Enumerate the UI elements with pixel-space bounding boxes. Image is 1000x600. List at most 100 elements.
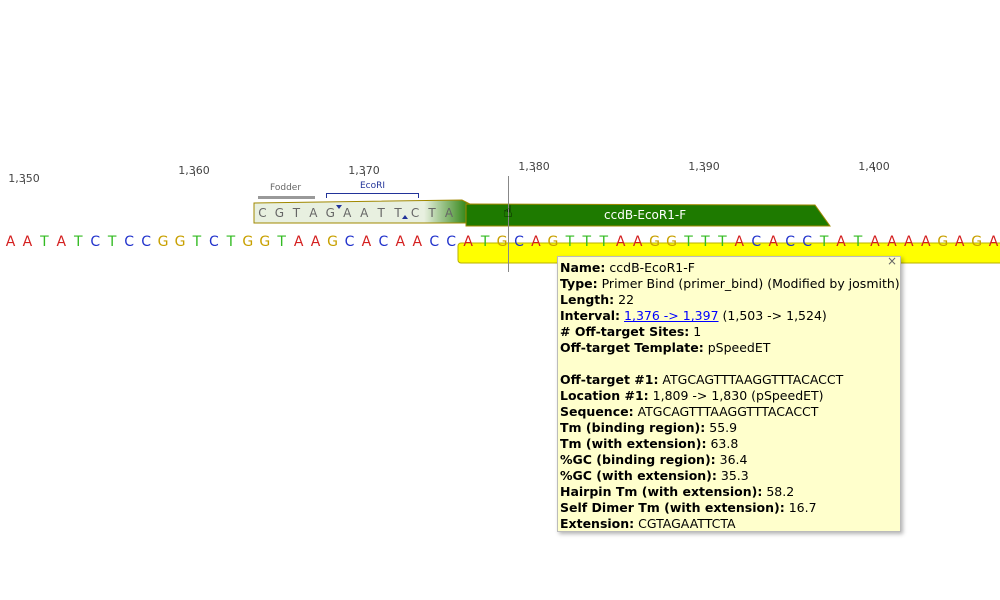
base-A[interactable]: A xyxy=(870,234,880,250)
tooltip-key: %GC (binding region): xyxy=(560,452,716,467)
base-A[interactable]: A xyxy=(310,234,321,250)
base-T[interactable]: T xyxy=(40,234,49,250)
base-G[interactable]: G xyxy=(649,234,661,250)
tooltip-value: pSpeedET xyxy=(707,340,771,355)
tooltip-close-button[interactable]: × xyxy=(886,254,897,268)
base-T[interactable]: T xyxy=(684,234,693,250)
extension-base: A xyxy=(343,206,352,220)
base-A[interactable]: A xyxy=(361,234,372,250)
base-T[interactable]: T xyxy=(74,234,83,250)
base-C[interactable]: C xyxy=(751,234,762,250)
extension-base: T xyxy=(292,206,301,220)
base-A[interactable]: A xyxy=(954,234,965,250)
extension-base: G xyxy=(325,206,335,220)
base-A[interactable]: A xyxy=(293,234,304,250)
base-T[interactable]: T xyxy=(107,234,117,250)
base-G[interactable]: G xyxy=(157,234,169,250)
base-A[interactable]: A xyxy=(395,234,406,250)
base-A[interactable]: A xyxy=(5,234,16,250)
base-T[interactable]: T xyxy=(192,234,202,250)
base-C[interactable]: C xyxy=(141,234,151,250)
base-T[interactable]: T xyxy=(599,234,609,250)
tooltip-row: Length: 22 xyxy=(560,292,898,308)
tooltip-value: CGTAGAATTCTA xyxy=(638,516,736,531)
tooltip-row: Tm (binding region): 55.9 xyxy=(560,420,898,436)
base-A[interactable]: A xyxy=(734,234,745,250)
interval-link[interactable]: 1,376 -> 1,397 xyxy=(624,308,719,323)
base-A[interactable]: A xyxy=(56,234,67,250)
base-C[interactable]: C xyxy=(514,234,524,250)
tooltip-key: Off-target #1: xyxy=(560,372,659,387)
base-A[interactable]: A xyxy=(615,234,626,250)
ecori-label: EcoRI xyxy=(360,181,386,191)
base-G[interactable]: G xyxy=(327,234,338,250)
base-A[interactable]: A xyxy=(921,234,931,250)
base-G[interactable]: G xyxy=(496,234,508,250)
tooltip-row: Tm (with extension): 63.8 xyxy=(560,436,898,452)
base-A[interactable]: A xyxy=(531,234,541,250)
tooltip-value: 55.9 xyxy=(709,420,738,435)
base-A[interactable]: A xyxy=(836,234,846,250)
tooltip-key: Tm (binding region): xyxy=(560,420,706,435)
base-A[interactable]: A xyxy=(988,234,999,250)
base-C[interactable]: C xyxy=(209,234,219,250)
base-T[interactable]: T xyxy=(277,234,286,250)
tooltip-value: ATGCAGTTTAAGGTTTACACCT xyxy=(637,404,819,419)
tooltip-row: Hairpin Tm (with extension): 58.2 xyxy=(560,484,898,500)
base-G[interactable]: G xyxy=(666,234,677,250)
base-C[interactable]: C xyxy=(378,234,389,250)
primer-arrow[interactable] xyxy=(0,0,1000,300)
extension-base: A xyxy=(444,206,454,220)
extension-base: T xyxy=(394,206,402,220)
base-T[interactable]: T xyxy=(819,234,829,250)
base-A[interactable]: A xyxy=(887,234,897,250)
base-G[interactable]: G xyxy=(971,234,983,250)
tooltip-key: Off-target Template: xyxy=(560,340,704,355)
base-T[interactable]: T xyxy=(701,234,710,250)
tooltip-row: Type: Primer Bind (primer_bind) (Modifie… xyxy=(560,276,900,292)
base-T[interactable]: T xyxy=(480,234,490,250)
base-G[interactable]: G xyxy=(547,234,559,250)
base-G[interactable]: G xyxy=(242,234,254,250)
ruler-tick xyxy=(364,171,365,176)
base-T[interactable]: T xyxy=(718,234,727,250)
tooltip-key: %GC (with extension): xyxy=(560,468,717,483)
tooltip-value: 22 xyxy=(618,292,635,307)
base-C[interactable]: C xyxy=(90,234,101,250)
base-T[interactable]: T xyxy=(853,234,863,250)
tooltip-value: 35.3 xyxy=(720,468,749,483)
base-G[interactable]: G xyxy=(174,234,186,250)
base-A[interactable]: A xyxy=(768,234,779,250)
base-C[interactable]: C xyxy=(344,234,355,250)
fodder-feature-bar[interactable] xyxy=(258,196,315,199)
tooltip-row: %GC (binding region): 36.4 xyxy=(560,452,898,468)
tooltip-value: 1 xyxy=(693,324,702,339)
ruler-label: 1,380 xyxy=(518,160,550,173)
fodder-label: Fodder xyxy=(270,183,302,193)
base-A[interactable]: A xyxy=(22,234,33,250)
base-G[interactable]: G xyxy=(259,234,271,250)
base-C[interactable]: C xyxy=(429,234,440,250)
ecori-site-bracket[interactable] xyxy=(326,193,419,198)
base-G[interactable]: G xyxy=(937,234,949,250)
tooltip-row: Name: ccdB-EcoR1-F xyxy=(560,260,898,276)
primer-binding-shape[interactable] xyxy=(465,203,831,227)
base-A[interactable]: A xyxy=(463,234,473,250)
base-A[interactable]: A xyxy=(904,234,914,250)
base-A[interactable]: A xyxy=(632,234,643,250)
tooltip-row: Interval: 1,376 -> 1,397 (1,503 -> 1,524… xyxy=(560,308,898,324)
ruler-label: 1,400 xyxy=(858,160,890,173)
base-C[interactable]: C xyxy=(785,234,796,250)
base-T[interactable]: T xyxy=(565,234,575,250)
extension-base: A xyxy=(360,206,369,220)
tooltip-key: Extension: xyxy=(560,516,635,531)
tooltip-key: Type: xyxy=(560,276,598,291)
base-A[interactable]: A xyxy=(412,234,423,250)
base-C[interactable]: C xyxy=(124,234,135,250)
base-C[interactable]: C xyxy=(802,234,813,250)
base-C[interactable]: C xyxy=(446,234,457,250)
base-T[interactable]: T xyxy=(582,234,592,250)
base-T[interactable]: T xyxy=(226,234,236,250)
tooltip-value: (1,503 -> 1,524) xyxy=(722,308,827,323)
